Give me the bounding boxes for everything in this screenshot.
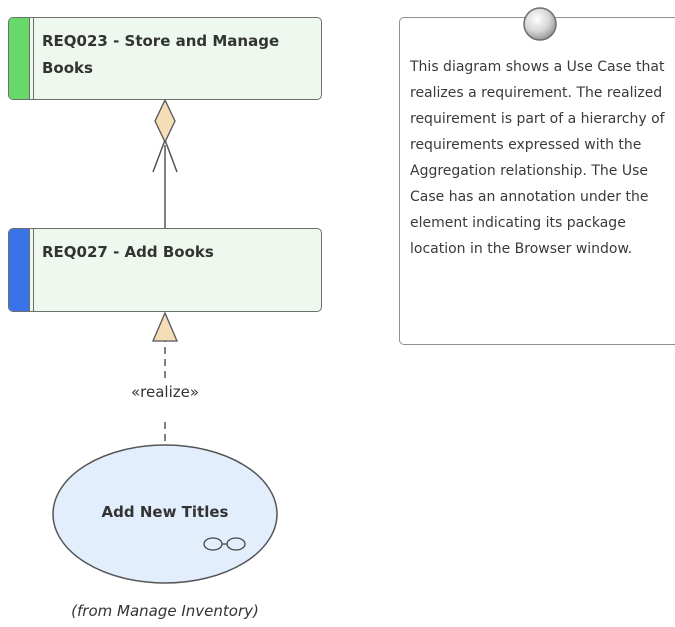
stripe-divider <box>33 229 34 311</box>
requirement-title: REQ023 - Store and Manage Books <box>42 32 280 77</box>
aggregation-diamond-icon <box>154 98 176 144</box>
requirement-color-stripe <box>9 18 30 99</box>
requirement-req027[interactable]: REQ027 - Add Books <box>8 228 322 312</box>
stripe-divider <box>33 18 34 99</box>
requirement-color-stripe <box>9 229 30 311</box>
requirement-title: REQ027 - Add Books <box>42 243 214 261</box>
note-box[interactable]: This diagram shows a Use Case that reali… <box>399 17 675 345</box>
use-case-label: Add New Titles <box>101 503 229 521</box>
aggregation-connector[interactable] <box>152 98 178 228</box>
pin-icon <box>523 7 557 41</box>
composite-icon <box>203 537 246 551</box>
requirement-req023[interactable]: REQ023 - Store and Manage Books <box>8 17 322 100</box>
realize-label: «realize» <box>130 383 200 401</box>
note-text: This diagram shows a Use Case that reali… <box>410 59 665 257</box>
realization-triangle-icon <box>152 311 178 342</box>
use-case-add-new-titles[interactable] <box>51 443 279 585</box>
package-annotation: (from Manage Inventory) <box>71 602 259 620</box>
realization-connector[interactable] <box>152 311 178 441</box>
